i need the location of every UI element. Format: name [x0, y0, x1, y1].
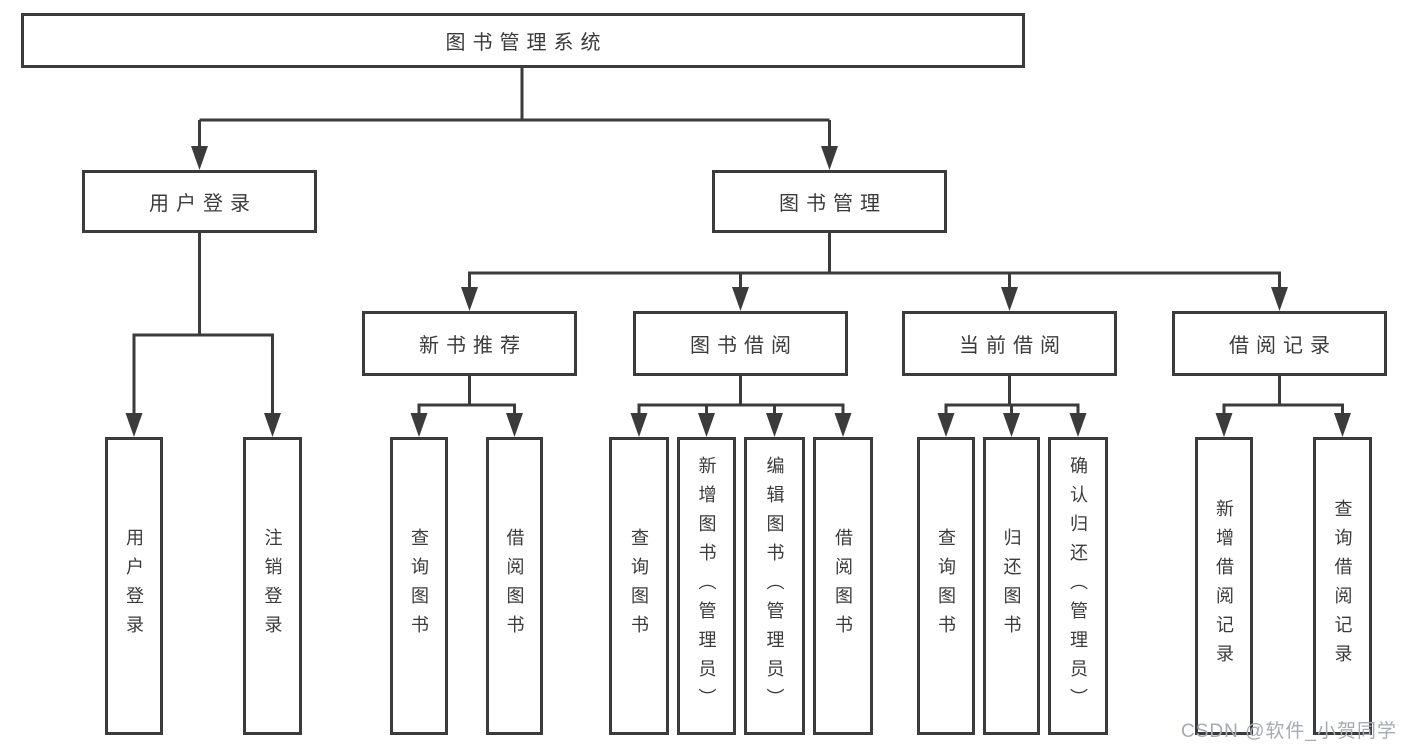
leaf-logout: 注销登录	[243, 437, 302, 735]
leaf-query-borrow-record: 查询借阅记录	[1313, 437, 1372, 735]
leaf-add-book-admin: 新增图书（管理员）	[677, 437, 736, 735]
leaf-user-login: 用户登录	[105, 437, 163, 735]
leaf-query-books-1: 查询图书	[390, 437, 448, 735]
leaf-borrow-books-2: 借阅图书	[813, 437, 873, 735]
arrowhead-book-management	[821, 146, 838, 170]
leaf-return-books: 归还图书	[983, 437, 1040, 735]
node-borrow-records: 借阅记录	[1172, 311, 1387, 376]
connector-user-login-branch	[132, 233, 274, 415]
arrowhead-leaf-add-borrow-record	[1215, 413, 1233, 437]
arrowhead-book-borrow	[732, 287, 749, 311]
node-new-book-recommend: 新书推荐	[362, 311, 577, 376]
arrowhead-leaf-confirm-return	[1069, 413, 1087, 437]
leaf-add-borrow-record: 新增借阅记录	[1195, 437, 1253, 735]
arrowhead-leaf-return-books	[1003, 413, 1020, 437]
node-current-borrow: 当前借阅	[902, 311, 1117, 376]
arrowhead-leaf-user-login	[125, 413, 143, 437]
leaf-confirm-return-admin: 确认归还（管理员）	[1048, 437, 1108, 735]
node-user-login: 用户登录	[82, 170, 317, 233]
arrowhead-leaf-logout	[264, 413, 281, 437]
arrowhead-leaf-query-books-1	[410, 413, 428, 437]
leaf-query-books-2: 查询图书	[609, 437, 669, 735]
leaf-edit-book-admin: 编辑图书（管理员）	[744, 437, 805, 735]
connector-root-to-level1	[198, 68, 831, 148]
node-book-borrow: 图书借阅	[633, 311, 848, 376]
arrowhead-borrow-records	[1271, 287, 1288, 311]
arrowhead-leaf-add-book	[698, 413, 715, 437]
csdn-watermark: CSDN @软件_小贺同学	[1181, 721, 1397, 742]
arrowhead-leaf-query-borrow-record	[1334, 413, 1351, 437]
arrowhead-leaf-borrow-books-2	[834, 413, 852, 437]
arrowhead-current-borrow	[1001, 287, 1018, 311]
arrowhead-leaf-query-books-3	[937, 413, 955, 437]
leaf-query-books-3: 查询图书	[917, 437, 975, 735]
connector-level2-splits	[417, 376, 1344, 415]
arrowhead-new-book-recommend	[461, 287, 478, 311]
node-book-management: 图书管理	[712, 170, 947, 233]
arrowhead-leaf-borrow-books-1	[506, 413, 523, 437]
arrowhead-leaf-edit-book	[766, 413, 783, 437]
arrowhead-leaf-query-books-2	[630, 413, 648, 437]
node-library-management-system: 图书管理系统	[21, 13, 1025, 68]
arrowhead-user-login	[191, 146, 208, 170]
leaf-borrow-books-1: 借阅图书	[486, 437, 543, 735]
connector-book-management-to-level2	[468, 233, 1281, 289]
